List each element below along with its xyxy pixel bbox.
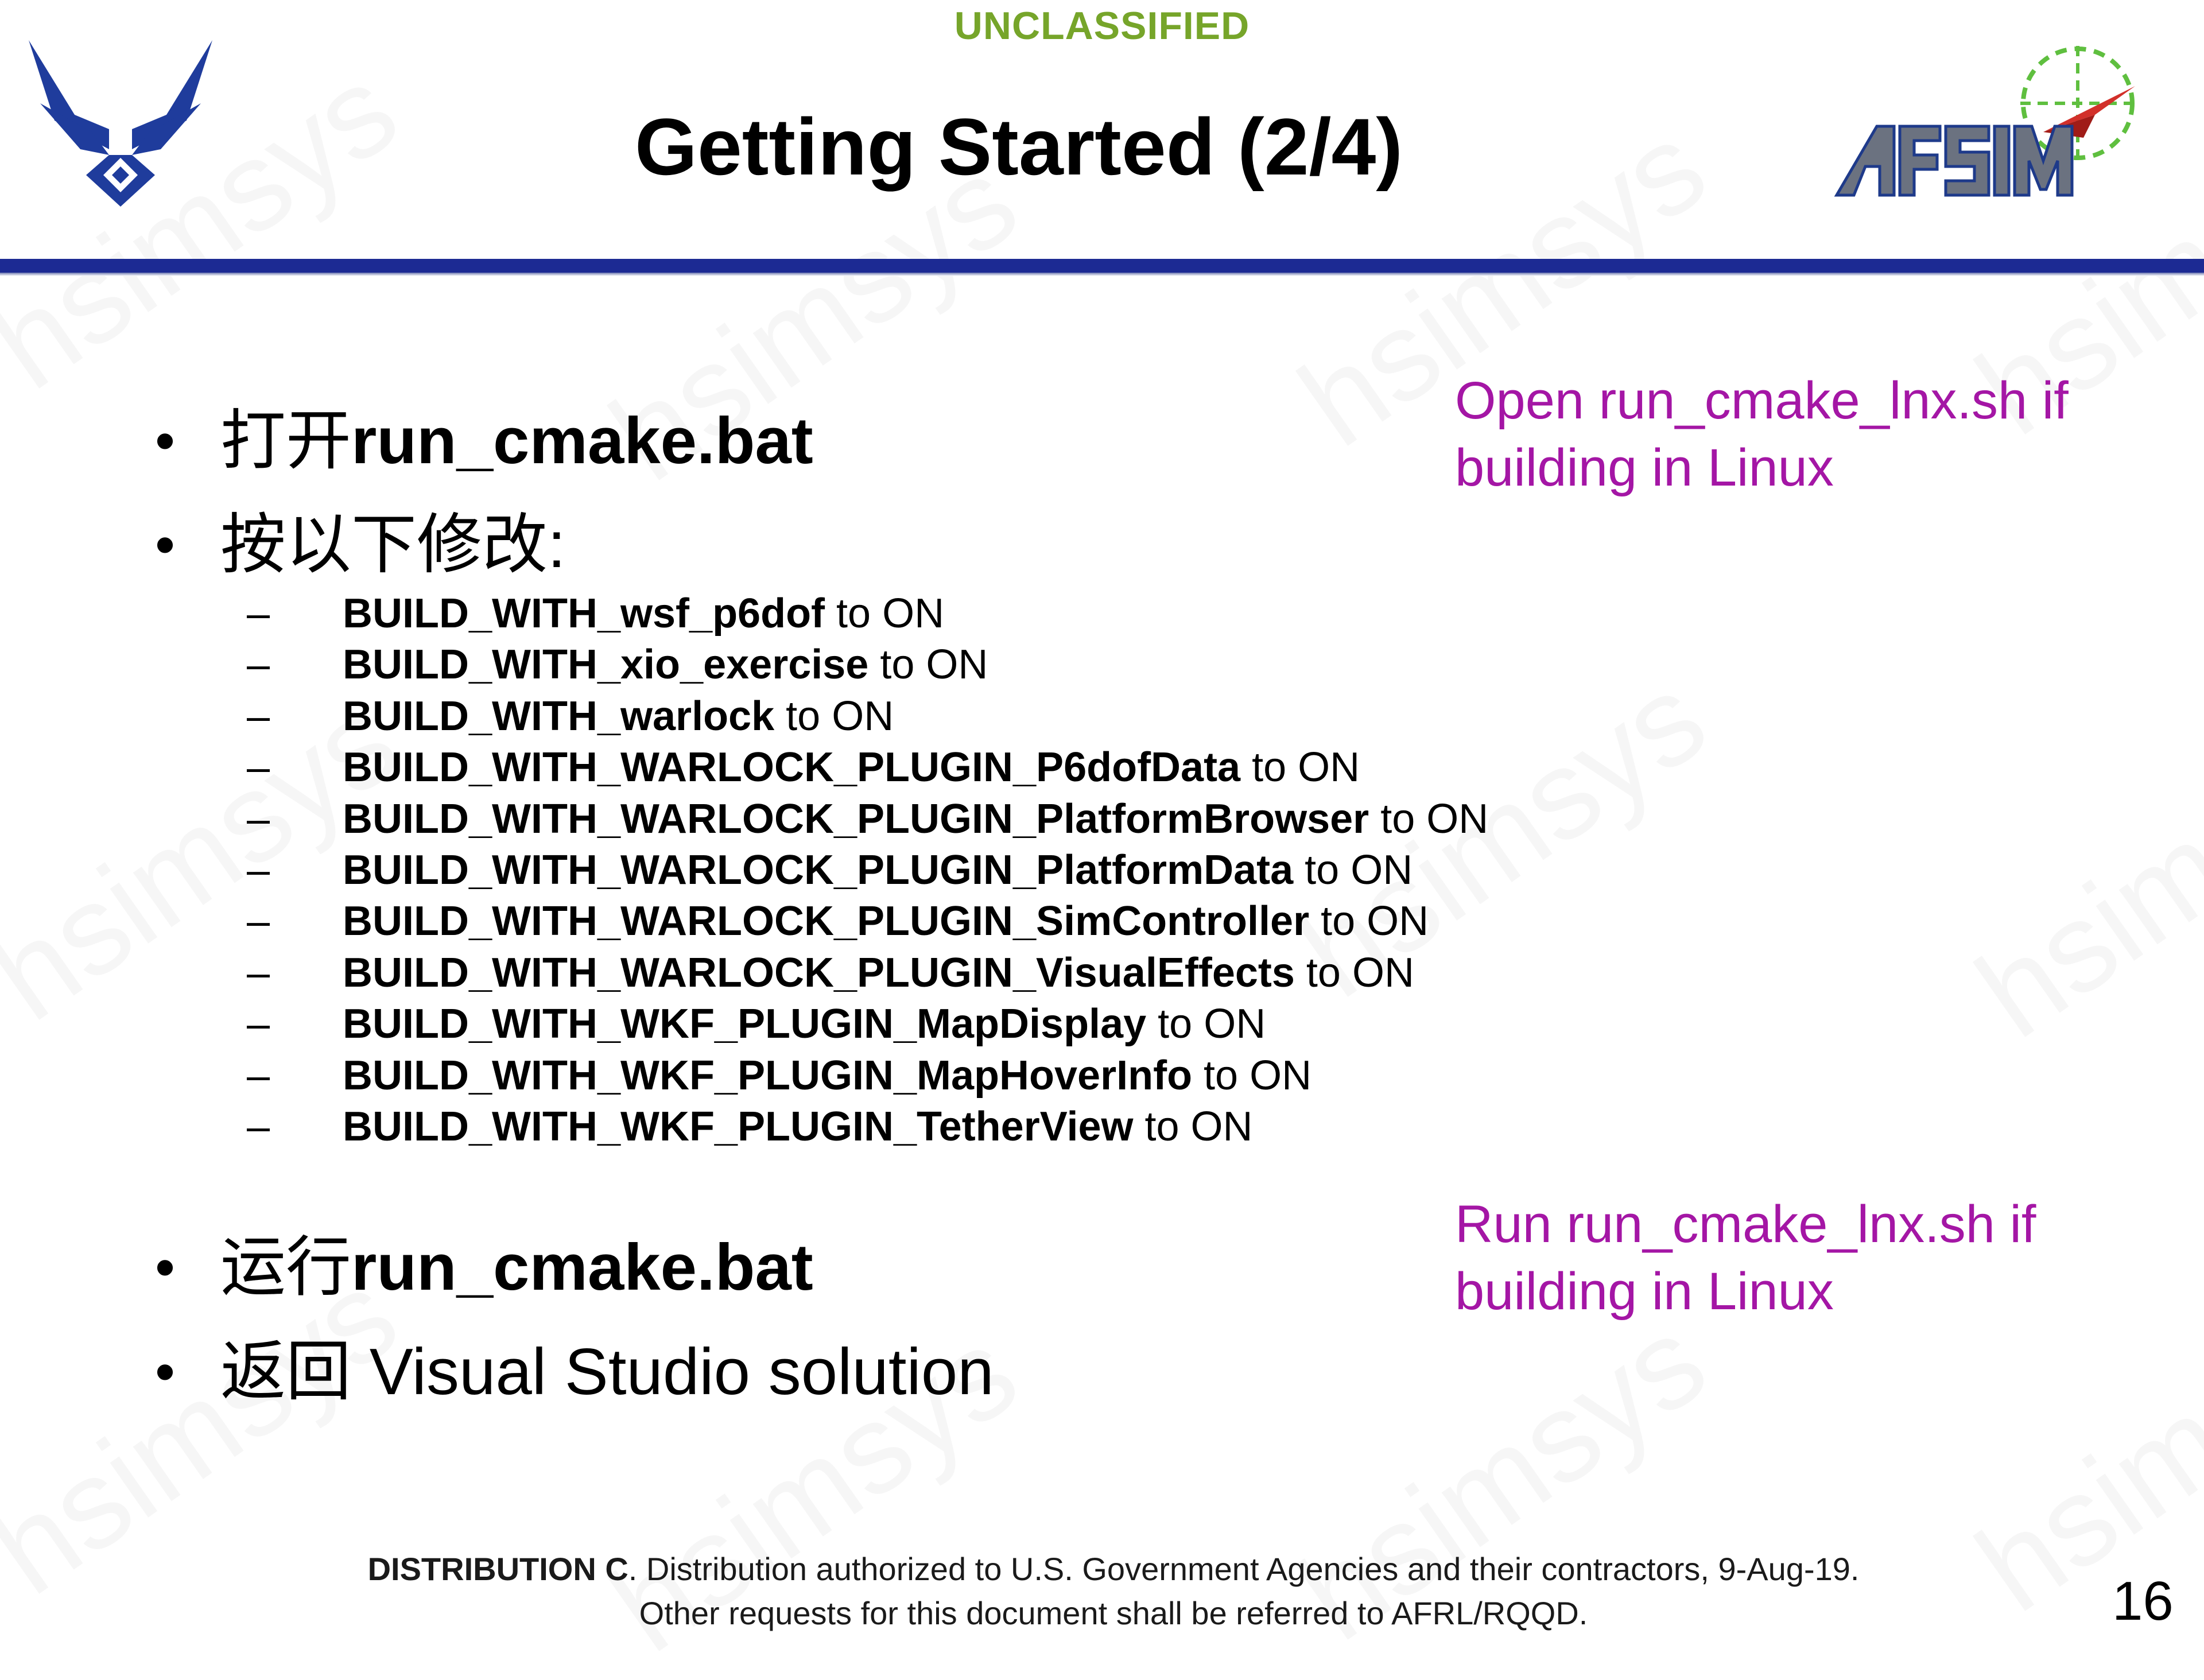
setting-value: to ON [1309,898,1429,945]
distribution-label: DISTRIBUTION C [367,1551,628,1587]
bullet-filename: run_cmake.bat [351,1231,813,1304]
list-dash: – [247,1001,270,1047]
bullet-colon: : [548,509,566,581]
settings-list: – BUILD_WITH_wsf_p6dof to ON – BUILD_WITH_… [0,588,1607,1153]
list-item: – BUILD_WITH_warlock to ON [0,691,1607,742]
list-dash: – [247,898,270,945]
slide-title: Getting Started (2/4) [635,102,1403,192]
setting-value: to ON [1146,1001,1266,1047]
list-dash: – [247,949,270,996]
setting-value: to ON [1133,1103,1253,1150]
afsim-logo [1825,46,2170,212]
note-run-linux: Run run_cmake_lnx.sh if building in Linu… [1455,1191,2036,1325]
list-item: – BUILD_WITH_WARLOCK_PLUGIN_P6dofData to … [0,742,1607,793]
setting-value: to ON [1293,847,1413,893]
bullet-dot: • [155,513,176,577]
list-item: – BUILD_WITH_WKF_PLUGIN_TetherView to ON [0,1101,1607,1153]
header-divider-shadow [0,273,2204,276]
list-item: – BUILD_WITH_WARLOCK_PLUGIN_VisualEffects… [0,948,1607,999]
footer-line-1: DISTRIBUTION C. Distribution authorized … [0,1547,2204,1591]
setting-name: BUILD_WITH_wsf_p6dof [343,591,825,637]
list-item: – BUILD_WITH_WKF_PLUGIN_MapDisplay to ON [0,999,1607,1050]
bullet-text: Visual Studio solution [351,1336,994,1409]
setting-name: BUILD_WITH_WKF_PLUGIN_MapHoverInfo [343,1052,1193,1099]
watermark-text: hsimsys [1952,686,2204,1064]
setting-name: BUILD_WITH_xio_exercise [343,642,869,688]
list-dash: – [247,642,270,688]
setting-value: to ON [1369,796,1489,842]
list-dash: – [247,1052,270,1099]
note-line: building in Linux [1455,439,1834,497]
list-dash: – [247,1103,270,1150]
setting-name: BUILD_WITH_WARLOCK_PLUGIN_PlatformData [343,847,1294,893]
bullet-dot: • [155,1235,176,1299]
list-dash: – [247,796,270,842]
bullet-prefix: 运行 [220,1229,352,1305]
list-dash: – [247,693,270,739]
distribution-statement: . Distribution authorized to U.S. Govern… [628,1551,1860,1587]
note-line: Run run_cmake_lnx.sh if [1455,1195,2036,1254]
setting-value: to ON [868,642,988,688]
setting-name: BUILD_WITH_WKF_PLUGIN_MapDisplay [343,1001,1147,1047]
bullet-dot: • [155,1340,176,1404]
list-item: –BUILD_WITH_WARLOCK_PLUGIN_PlatformData … [0,845,1607,896]
list-item: – BUILD_WITH_WARLOCK_PLUGIN_SimController… [0,896,1607,947]
setting-value: to ON [1192,1052,1312,1099]
list-item: – BUILD_WITH_wsf_p6dof to ON [0,588,1607,639]
classification-banner: UNCLASSIFIED [954,4,1250,48]
note-line: building in Linux [1455,1262,1834,1321]
list-item: – BUILD_WITH_WKF_PLUGIN_MapHoverInfo to O… [0,1050,1607,1101]
setting-value: to ON [1294,949,1414,996]
setting-name: BUILD_WITH_WARLOCK_PLUGIN_PlatformBrowse… [343,796,1369,842]
header-divider [0,259,2204,273]
page-number: 16 [2112,1570,2174,1632]
setting-name: BUILD_WITH_WARLOCK_PLUGIN_SimController [343,898,1310,945]
list-dash: – [247,847,270,893]
list-dash: – [247,591,270,637]
bullet-prefix: 按以下修改 [220,506,548,583]
distribution-footer: DISTRIBUTION C. Distribution authorized … [0,1547,2204,1635]
setting-value: to ON [1240,744,1360,791]
setting-value: to ON [825,591,945,637]
bullet-filename: run_cmake.bat [351,405,813,478]
bullet-prefix: 返回 [220,1333,352,1410]
list-item: – BUILD_WITH_WARLOCK_PLUGIN_PlatformBrows… [0,794,1607,845]
setting-value: to ON [774,693,894,739]
list-item: – BUILD_WITH_xio_exercise to ON [0,639,1607,690]
footer-line-2: Other requests for this document shall b… [639,1595,1588,1631]
setting-name: BUILD_WITH_WARLOCK_PLUGIN_VisualEffects [343,949,1295,996]
list-dash: – [247,744,270,791]
note-line: Open run_cmake_lnx.sh if [1455,371,2069,430]
bullet-prefix: 打开 [220,402,352,479]
setting-name: BUILD_WITH_warlock [343,693,775,739]
setting-name: BUILD_WITH_WARLOCK_PLUGIN_P6dofData [343,744,1241,791]
setting-name: BUILD_WITH_WKF_PLUGIN_TetherView [343,1103,1134,1150]
air-force-logo [23,34,218,212]
bullet-dot: • [155,409,176,473]
note-open-linux: Open run_cmake_lnx.sh if building in Lin… [1455,367,2069,502]
